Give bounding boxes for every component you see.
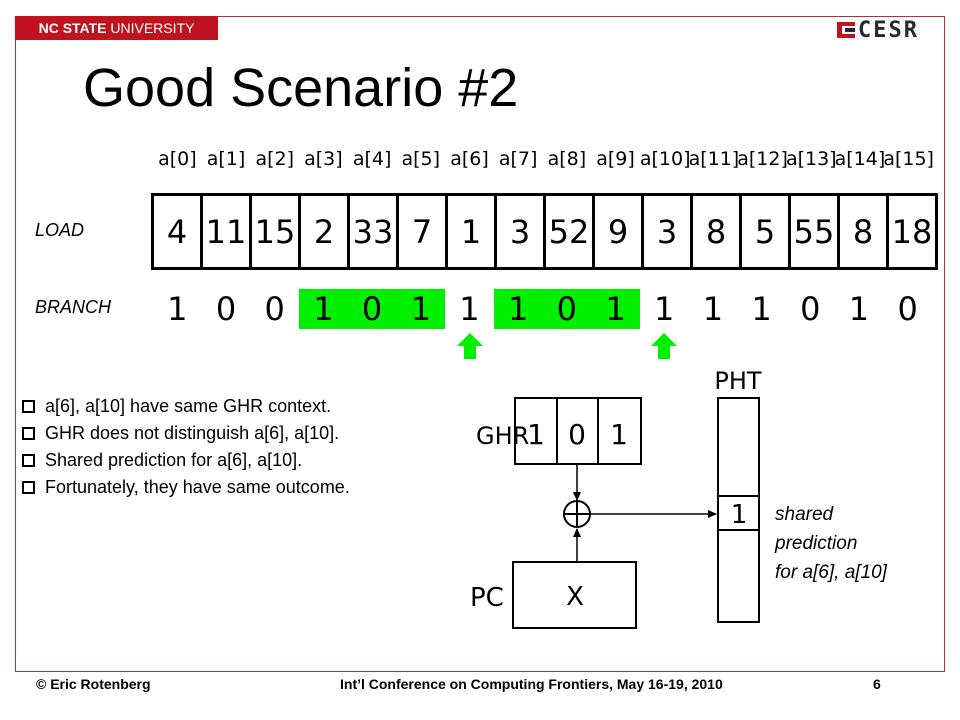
footer-page-number: 6 xyxy=(873,676,881,692)
bullet-text: GHR does not distinguish a[6], a[10]. xyxy=(45,423,340,443)
up-arrow-icon xyxy=(456,333,483,359)
array-index-label: a[15] xyxy=(883,148,934,170)
branch-outcome-highlighted: 1 xyxy=(493,289,543,329)
array-index-label: a[5] xyxy=(401,148,441,170)
branch-outcome: 0 xyxy=(264,290,285,328)
array-index-labels: a[0] a[1] a[2] a[3] a[4] a[5] a[6] a[7] a[8] a[9]… xyxy=(153,148,934,170)
checkbox-bullet-icon xyxy=(22,400,35,413)
load-value-cell: 15 xyxy=(249,196,298,267)
load-value-cell: 9 xyxy=(592,196,641,267)
array-index-label: a[3] xyxy=(304,148,343,170)
array-index-label: a[1] xyxy=(206,148,246,170)
slide-frame xyxy=(15,16,945,672)
checkbox-bullet-icon xyxy=(22,454,35,467)
load-value-cell: 18 xyxy=(886,196,935,267)
load-value-cell: 1 xyxy=(445,196,494,267)
shared-prediction-note: shared prediction for a[6], a[10] xyxy=(775,500,887,587)
branch-outcome-highlighted: 1 xyxy=(299,289,348,329)
university-banner: NC STATE UNIVERSITY xyxy=(15,16,218,40)
checkbox-bullet-icon xyxy=(22,427,35,440)
branch-label: BRANCH xyxy=(35,297,112,317)
bullet-list: a[6], a[10] have same GHR context. GHR do… xyxy=(22,393,350,501)
ghr-label: GHR xyxy=(476,422,529,450)
cesr-logo: CESR xyxy=(836,17,919,43)
bullet-text: Fortunately, they have same outcome. xyxy=(45,477,350,497)
array-index-label: a[4] xyxy=(352,148,392,170)
footer-author: © Eric Rotenberg xyxy=(36,676,151,692)
checkbox-bullet-icon xyxy=(22,481,35,494)
footer-conference: Int’l Conference on Computing Frontiers,… xyxy=(340,676,723,692)
bullet-text: Shared prediction for a[6], a[10]. xyxy=(45,450,303,470)
load-value-cell: 3 xyxy=(641,196,690,267)
load-value-cell: 3 xyxy=(494,196,543,267)
array-index-label: a[9] xyxy=(596,148,635,170)
branch-outcome: 1 xyxy=(751,290,772,328)
array-index-label: a[0] xyxy=(158,148,197,170)
university-name-rest: UNIVERSITY xyxy=(106,20,195,36)
branch-outcome-highlighted: 1 xyxy=(396,289,446,329)
load-value-cell: 52 xyxy=(543,196,592,267)
branch-outcome-highlighted: 1 xyxy=(591,289,640,329)
load-value-cell: 4 xyxy=(166,212,188,251)
load-value-cell: 2 xyxy=(298,196,347,267)
ghr-bit: 1 xyxy=(610,418,628,451)
load-value-cell: 7 xyxy=(396,196,445,267)
load-value-cell: 55 xyxy=(788,196,837,267)
branch-outcome: 1 xyxy=(459,290,480,328)
array-index-label: a[8] xyxy=(547,148,587,170)
ghr-register xyxy=(514,397,642,465)
bullet-item: Shared prediction for a[6], a[10]. xyxy=(22,447,350,474)
branch-outcome: 1 xyxy=(848,290,870,328)
load-label: LOAD xyxy=(35,220,85,240)
load-value-cell: 33 xyxy=(347,196,396,267)
university-name-bold: NC STATE xyxy=(38,20,107,36)
bullet-text: a[6], a[10] have same GHR context. xyxy=(45,396,332,416)
array-index-label: a[13] xyxy=(785,148,837,170)
load-value-cell: 8 xyxy=(690,196,739,267)
array-index-label: a[10] xyxy=(639,148,691,170)
slide-title: Good Scenario #2 xyxy=(83,58,519,118)
note-line: prediction xyxy=(775,533,858,554)
pc-register xyxy=(512,561,637,629)
pht-table xyxy=(717,397,760,623)
branch-outcome-highlighted: 0 xyxy=(542,289,592,329)
bullet-item: GHR does not distinguish a[6], a[10]. xyxy=(22,420,350,447)
array-index-label: a[14] xyxy=(834,148,886,170)
pht-label: PHT xyxy=(714,367,762,395)
up-arrow-icon xyxy=(651,333,678,359)
array-index-label: a[12] xyxy=(737,148,788,170)
pc-label: PC xyxy=(470,583,504,613)
cesr-logo-text: CESR xyxy=(858,17,919,43)
branch-outcome: 1 xyxy=(654,290,675,328)
branch-outcome: 0 xyxy=(215,290,237,328)
ghr-bit: 1 xyxy=(527,418,545,451)
array-index-label: a[11] xyxy=(688,148,740,170)
bullet-item: Fortunately, they have same outcome. xyxy=(22,474,350,501)
cesr-logo-mark-icon xyxy=(837,22,855,38)
note-line: shared xyxy=(775,504,834,525)
branch-outcome-highlighted: 0 xyxy=(347,289,397,329)
pht-entry-value: 1 xyxy=(731,500,748,530)
load-value-cell: 5 xyxy=(739,196,788,267)
note-line: for a[6], a[10] xyxy=(775,562,887,583)
pc-value: X xyxy=(566,582,584,612)
branch-outcome: 1 xyxy=(702,290,724,328)
bullet-item: a[6], a[10] have same GHR context. xyxy=(22,393,350,420)
ghr-bit: 0 xyxy=(568,418,586,451)
load-value-cell: 11 xyxy=(200,196,249,267)
load-value-cell: 8 xyxy=(837,196,886,267)
array-index-label: a[2] xyxy=(255,148,294,170)
branch-outcome: 0 xyxy=(897,290,918,328)
branch-outcome: 1 xyxy=(167,290,188,328)
branch-outcome: 0 xyxy=(800,290,821,328)
array-index-label: a[6] xyxy=(450,148,489,170)
array-index-label: a[7] xyxy=(498,148,538,170)
